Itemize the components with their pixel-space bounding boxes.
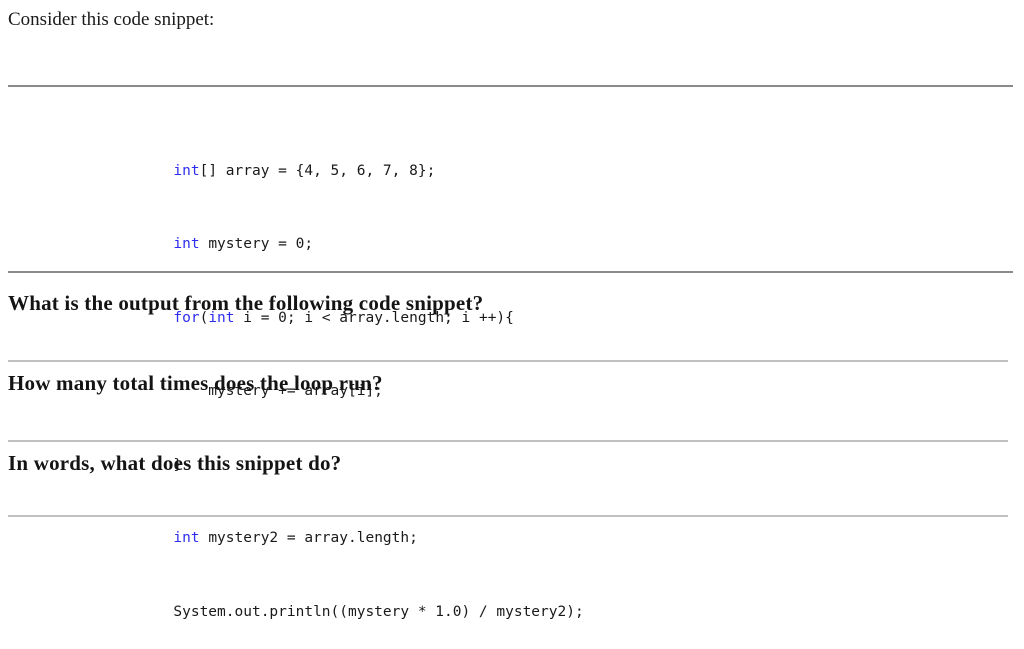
- answer-space-2[interactable]: [8, 398, 1008, 432]
- code-text: mystery2 = array.length;: [199, 530, 418, 546]
- code-line-3: for(int i = 0; i < array.length; i ++){: [121, 281, 584, 326]
- question-3: In words, what does this snippet do?: [8, 451, 342, 475]
- code-line-4: mystery += array[i];: [121, 355, 584, 399]
- code-snippet: int[] array = {4, 5, 6, 7, 8}; int myste…: [121, 85, 584, 649]
- code-line-2: int mystery = 0;: [121, 208, 584, 252]
- answer-space-3[interactable]: [8, 478, 1008, 507]
- code-block-top-rule: [8, 85, 1013, 87]
- code-keyword-int: int: [208, 309, 235, 326]
- code-text: i = 0; i < array.length; i ++){: [234, 309, 514, 326]
- intro-prompt: Consider this code snippet:: [8, 9, 215, 30]
- code-text: System.out.println((mystery * 1.0) / mys…: [173, 603, 584, 620]
- code-text: (: [199, 309, 209, 326]
- answer-space-1[interactable]: [8, 318, 1008, 352]
- code-keyword-int: int: [173, 530, 200, 546]
- code-keyword-int: int: [173, 162, 200, 179]
- code-text: [] array = {4, 5, 6, 7, 8};: [199, 162, 436, 179]
- code-text: mystery += array[i];: [173, 383, 383, 399]
- code-line-1: int[] array = {4, 5, 6, 7, 8};: [121, 134, 584, 179]
- code-text: }: [173, 456, 183, 473]
- code-line-5: }: [121, 428, 584, 473]
- worksheet-page: Consider this code snippet: int[] array …: [8, 9, 1013, 620]
- question-2-rule: [8, 440, 1008, 442]
- code-text: mystery = 0;: [199, 236, 314, 252]
- code-keyword-int: int: [173, 236, 200, 252]
- question-2: How many total times does the loop run?: [8, 371, 383, 395]
- question-1-rule: [8, 360, 1008, 362]
- code-block-bottom-rule: [8, 271, 1013, 273]
- code-keyword-for: for: [173, 309, 200, 326]
- code-line-7: System.out.println((mystery * 1.0) / mys…: [121, 575, 583, 620]
- question-1: What is the output from the following co…: [8, 291, 484, 315]
- question-3-rule: [8, 515, 1008, 517]
